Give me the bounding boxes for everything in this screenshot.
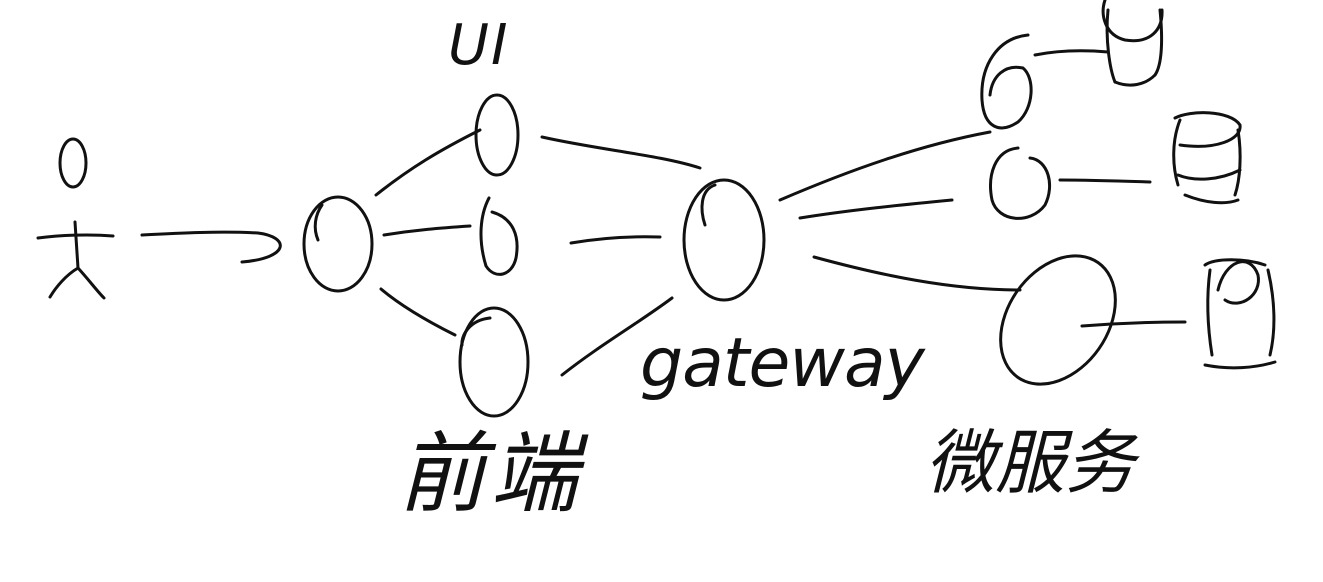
frontend-node-bottom [458,306,530,418]
database-bottom [1203,258,1277,370]
edge-gateway-service-middle [798,198,954,220]
entry-node-stroke [313,203,324,242]
user-right-leg [76,266,106,300]
frontend-label: 前端 [398,422,583,525]
frontend-node-top [474,93,520,177]
frontend-node-bottom-stroke [460,316,492,347]
user-head [58,137,88,189]
gateway-node-stroke [700,183,717,227]
user-to-entry-arrow [140,230,282,264]
user-body [73,220,80,270]
edge-frontend-bottom-gateway [560,296,674,377]
edge-entry-frontend-middle [382,224,472,237]
edge-gateway-service-top [778,130,992,202]
edge-entry-frontend-top [374,128,482,197]
edge-gateway-service-bottom [812,255,1022,292]
service-node-bottom [999,254,1117,386]
gateway-node [682,178,766,302]
ui-label: UI [448,13,510,78]
edge-service-bottom-db [1080,320,1187,328]
database-middle [1172,111,1242,205]
edge-frontend-middle-gateway [569,235,662,245]
service-node-top [980,33,1033,130]
edge-service-top-db [1033,49,1110,57]
user-stick-figure [36,137,115,300]
database-top [1101,0,1164,87]
edge-entry-frontend-bottom [379,287,457,337]
entry-node [302,195,374,293]
gateway-label: gateway [640,324,925,403]
service-node-middle [989,146,1052,220]
edge-frontend-top-gateway [540,135,702,170]
microservices-label: 微服务 [925,422,1135,504]
frontend-node-middle [479,196,519,276]
edge-service-middle-db [1058,178,1152,184]
user-left-leg [48,266,80,299]
